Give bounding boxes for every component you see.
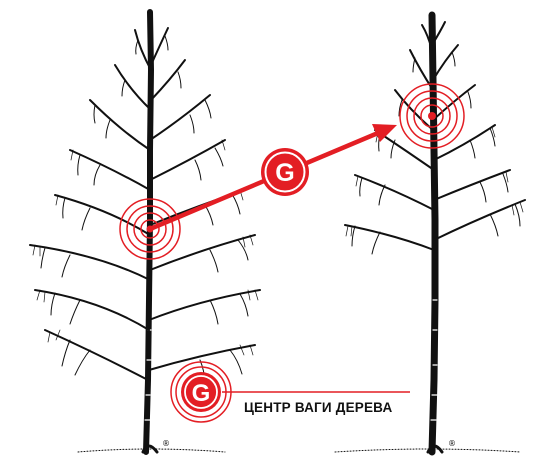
g-badge-icon: G <box>261 148 309 196</box>
registered-mark-right: ® <box>448 439 456 448</box>
right-tree-illustration <box>334 11 526 456</box>
registered-mark-left: ® <box>162 439 170 448</box>
legend: G <box>170 361 410 423</box>
legend-badge-letter: G <box>192 380 211 407</box>
target-rings-icon <box>119 198 181 260</box>
target-rings-icon <box>399 83 465 149</box>
badge-letter: G <box>275 159 294 187</box>
legend-label: ЦЕНТР ВАГИ ДЕРЕВА <box>244 400 393 415</box>
